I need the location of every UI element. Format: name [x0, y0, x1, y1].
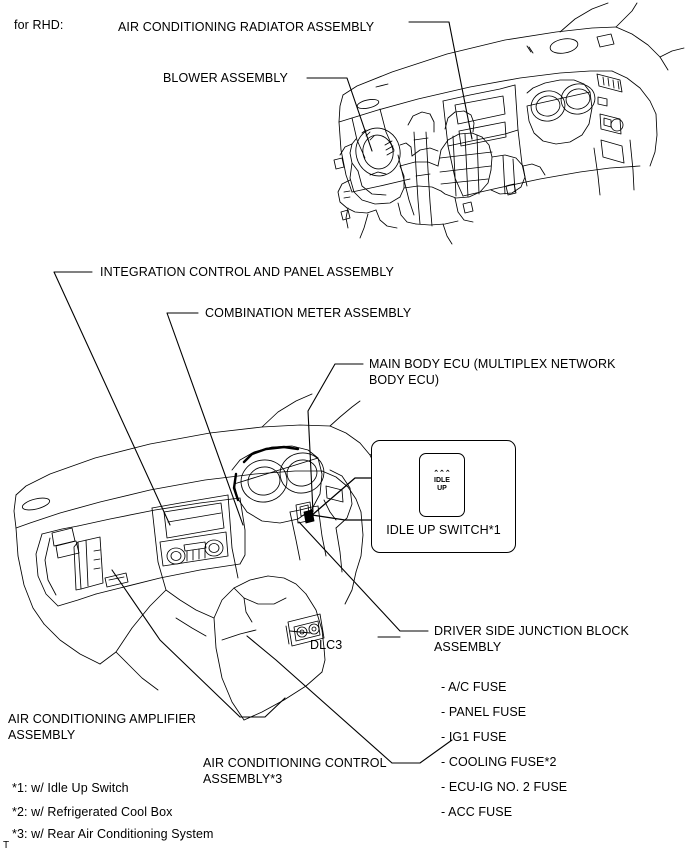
- label-main-body-ecu-line2: BODY ECU): [369, 373, 440, 387]
- fuse-list-item: - A/C FUSE: [441, 680, 507, 694]
- label-driver-side-junction-block-line2: ASSEMBLY: [434, 640, 502, 654]
- leader-line-combination-meter: [166, 312, 244, 526]
- label-air-conditioning-radiator-assembly: AIR CONDITIONING RADIATOR ASSEMBLY: [118, 20, 375, 34]
- label-air-conditioning-amplifier-line1: AIR CONDITIONING AMPLIFIER: [8, 712, 197, 726]
- label-air-conditioning-control-line2: ASSEMBLY*3: [203, 772, 283, 786]
- leader-line-idle-up-switch: [310, 477, 372, 521]
- fuse-list-item: - PANEL FUSE: [441, 705, 527, 719]
- fuse-list-item: - ECU-IG NO. 2 FUSE: [441, 780, 568, 794]
- variant-note: for RHD:: [14, 18, 64, 32]
- trailing-mark: T: [3, 840, 10, 851]
- idle-up-text-line2: UP: [437, 484, 447, 492]
- label-blower-assembly: BLOWER ASSEMBLY: [163, 71, 288, 85]
- leader-line-integration-control-panel: [53, 271, 171, 526]
- fuse-list-item: - IG1 FUSE: [441, 730, 507, 744]
- idle-up-wave-glyph: ⌃⌃⌃: [433, 470, 451, 477]
- label-dlc3: DLC3: [310, 638, 343, 652]
- label-integration-control-and-panel-assembly: INTEGRATION CONTROL AND PANEL ASSEMBLY: [100, 265, 394, 279]
- footnote-3: *3: w/ Rear Air Conditioning System: [12, 827, 214, 841]
- footnote-2: *2: w/ Refrigerated Cool Box: [12, 805, 173, 819]
- fuse-list-item: - COOLING FUSE*2: [441, 755, 557, 769]
- label-air-conditioning-control-line1: AIR CONDITIONING CONTROL: [203, 756, 387, 770]
- leader-line-dlc3: [289, 630, 401, 638]
- leader-line-main-body-ecu: [307, 363, 364, 513]
- idle-up-switch-caption: IDLE UP SWITCH*1: [386, 523, 501, 537]
- hvac-assembly-illustration: [333, 110, 546, 245]
- leader-line-ac-control-assembly: [246, 635, 453, 764]
- label-air-conditioning-amplifier-line2: ASSEMBLY: [8, 728, 76, 742]
- idle-up-switch-button[interactable]: ⌃⌃⌃ IDLE UP: [419, 453, 465, 517]
- idle-up-text-line1: IDLE: [434, 477, 450, 485]
- lower-dashboard-illustration: [13, 393, 411, 721]
- footnote-1: *1: w/ Idle Up Switch: [12, 781, 129, 795]
- idle-up-switch-callout: ⌃⌃⌃ IDLE UP IDLE UP SWITCH*1: [371, 440, 516, 553]
- label-main-body-ecu-line1: MAIN BODY ECU (MULTIPLEX NETWORK: [369, 357, 616, 371]
- leader-line-radiator-assembly: [408, 21, 473, 140]
- leader-line-ac-amplifier: [111, 569, 286, 718]
- label-combination-meter-assembly: COMBINATION METER ASSEMBLY: [205, 306, 412, 320]
- idle-up-switch-icon: ⌃⌃⌃ IDLE UP: [420, 470, 464, 492]
- leader-line-blower-assembly: [306, 77, 373, 152]
- label-driver-side-junction-block-line1: DRIVER SIDE JUNCTION BLOCK: [434, 624, 629, 638]
- upper-dashboard-illustration: [338, 2, 685, 216]
- fuse-list-item: - ACC FUSE: [441, 805, 513, 819]
